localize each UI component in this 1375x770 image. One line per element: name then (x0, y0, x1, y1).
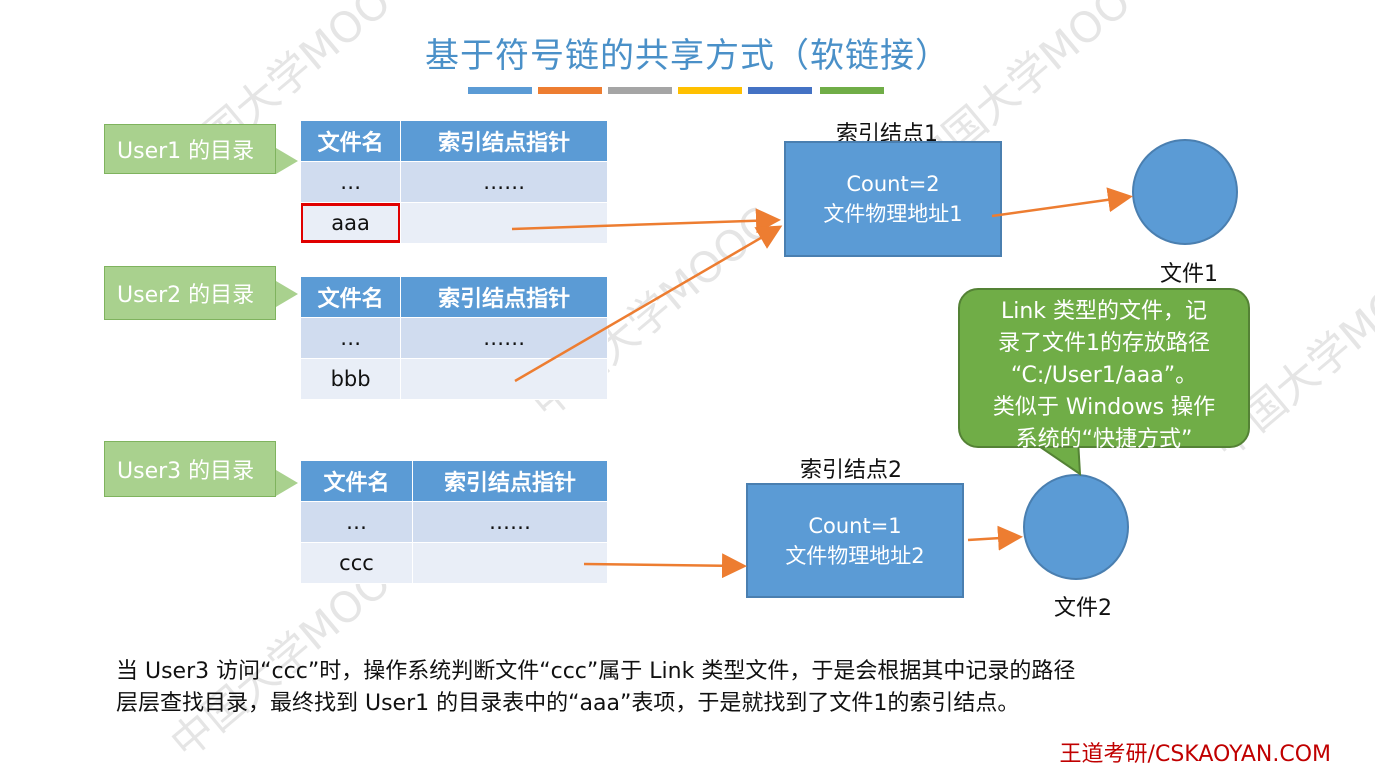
table-row: ccc (300, 542, 609, 584)
table-row: … …… (299, 161, 608, 203)
arrow-aaa-to-inode1 (511, 208, 781, 234)
title-bar-3 (608, 87, 672, 94)
bubble-line: 系统的“快捷方式” (1015, 427, 1193, 452)
user1-directory-table: 文件名 索引结点指针 … …… aaa (299, 120, 608, 244)
header-filename: 文件名 (299, 120, 402, 162)
explanation-paragraph: 当 User3 访问“ccc”时，操作系统判断文件“ccc”属于 Link 类型… (116, 656, 1316, 720)
inode2-label: 索引结点2 (800, 458, 902, 483)
inode1-count: Count=2 (846, 172, 940, 196)
callout-pointer (276, 281, 298, 307)
user1-dir-callout: User1 的目录 (104, 124, 276, 174)
cell-filename: … (299, 161, 402, 203)
bubble-line: Link 类型的文件，记 (1000, 299, 1208, 324)
cell-pointer (400, 202, 608, 244)
file1-circle (1132, 139, 1238, 245)
bubble-line: 录了文件1的存放路径 (998, 331, 1210, 356)
user2-dir-callout: User2 的目录 (104, 266, 276, 320)
cell-filename: bbb (299, 358, 402, 400)
title-bar-5 (748, 87, 812, 94)
inode2-box: Count=1 文件物理地址2 (746, 483, 964, 598)
table-row: … …… (299, 317, 608, 359)
title-bar-2 (538, 87, 602, 94)
cell-filename-aaa: aaa (299, 202, 402, 244)
inode1-box: Count=2 文件物理地址1 (784, 141, 1002, 257)
header-inode-pointer: 索引结点指针 (400, 120, 608, 162)
table-row: aaa (299, 202, 608, 244)
callout-pointer (276, 148, 298, 174)
header-inode-pointer: 索引结点指针 (400, 276, 608, 318)
inode2-count: Count=1 (808, 513, 902, 538)
user3-directory-table: 文件名 索引结点指针 … …… ccc (300, 460, 609, 584)
header-inode-pointer: 索引结点指针 (411, 460, 609, 502)
arrow-ccc-to-inode2 (583, 553, 747, 579)
brand-footer: 王道考研/CSKAOYAN.COM (1059, 742, 1331, 767)
title-bar-4 (678, 87, 742, 94)
cell-filename: … (300, 501, 413, 543)
arrow-bbb-to-inode1 (514, 225, 783, 383)
link-explanation-bubble: Link 类型的文件，记 录了文件1的存放路径 “C:/User1/aaa”。 … (958, 288, 1250, 452)
inode2-address: 文件物理地址2 (785, 543, 925, 568)
page-title: 基于符号链的共享方式（软链接） (425, 36, 950, 76)
cell-pointer (400, 358, 608, 400)
explanation-line: 层层查找目录，最终找到 User1 的目录表中的“aaa”表项，于是就找到了文件… (116, 691, 1020, 716)
user2-dir-label: User2 的目录 (117, 283, 255, 308)
aaa-highlight-box: aaa (300, 203, 402, 243)
cell-filename: … (299, 317, 402, 359)
bubble-line: “C:/User1/aaa”。 (1010, 363, 1198, 388)
title-bar-6 (820, 87, 884, 94)
file1-label: 文件1 (1160, 262, 1218, 287)
arrow-inode1-to-file1 (991, 187, 1133, 218)
file2-label: 文件2 (1054, 596, 1112, 621)
explanation-line: 当 User3 访问“ccc”时，操作系统判断文件“ccc”属于 Link 类型… (116, 659, 1076, 684)
cell-pointer: …… (400, 317, 608, 359)
inode1-address: 文件物理地址1 (823, 202, 963, 226)
callout-pointer (276, 470, 298, 496)
title-bar-1 (468, 87, 532, 94)
user3-dir-label: User3 的目录 (117, 459, 255, 484)
cell-pointer: …… (400, 161, 608, 203)
cell-pointer (411, 542, 609, 584)
file2-circle (1023, 474, 1129, 580)
arrow-inode2-to-file2 (967, 525, 1023, 551)
user3-dir-callout: User3 的目录 (104, 441, 276, 497)
user1-dir-label: User1 的目录 (117, 139, 255, 164)
table-row: bbb (299, 358, 608, 400)
user2-directory-table: 文件名 索引结点指针 … …… bbb (299, 276, 608, 400)
bubble-line: 类似于 Windows 操作 (992, 395, 1216, 420)
cell-filename: ccc (300, 542, 413, 584)
table-row: … …… (300, 501, 609, 543)
